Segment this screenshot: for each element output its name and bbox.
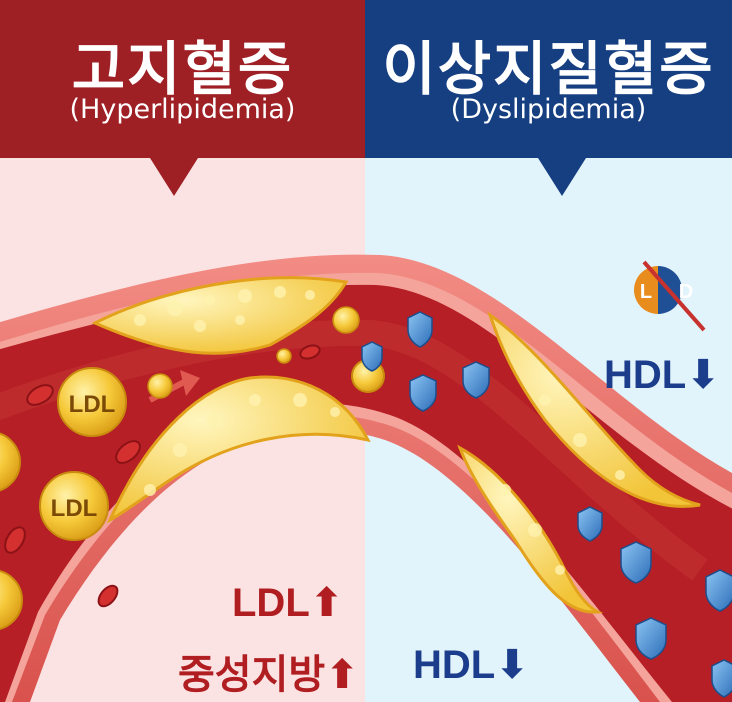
blood-highlight [0, 319, 708, 581]
red-blood-cell [115, 440, 141, 464]
triglyceride-increase-label: 중성지방⬆ [178, 642, 359, 700]
hdl-shield-icon [620, 541, 652, 584]
right-title-korean: 이상지질혈증 [382, 35, 715, 103]
hdl-label-text: HDL [604, 353, 687, 397]
right-title-english: (Dyslipidemia) [450, 94, 647, 125]
flow-arrow-head [180, 370, 200, 396]
triglyceride-label-text: 중성지방 [178, 652, 326, 698]
arrow-down-icon: ⬇ [686, 352, 720, 398]
left-header: 고지혈증 (Hyperlipidemia) [0, 0, 365, 158]
plaque-texture [134, 286, 625, 575]
hdl-shield-icon [711, 659, 732, 698]
left-title-korean: 고지혈증 [71, 35, 294, 103]
lipid-droplets [147, 306, 360, 399]
hdl-decrease-label-bottom: HDL⬇ [413, 642, 529, 688]
arrow-up-icon: ⬆ [309, 580, 344, 626]
left-title-english: (Hyperlipidemia) [69, 94, 296, 125]
plaque-bottom-left [106, 375, 371, 524]
hdl-shields [361, 311, 732, 698]
arrow-up-icon: ⬆ [325, 652, 359, 698]
hdl-decrease-label: HDL⬇ [604, 352, 720, 398]
red-blood-cell [26, 384, 54, 406]
hdl-shield-icon [361, 341, 383, 372]
svg-text:LDL: LDL [51, 495, 98, 522]
hdl-label-text: HDL [413, 643, 496, 687]
red-blood-cell [299, 344, 321, 360]
svg-text:LDL: LDL [69, 391, 116, 418]
ldl-particle-icon: LDL [57, 367, 127, 437]
arrow-down-icon: ⬇ [495, 642, 529, 688]
hdl-shield-icon [407, 311, 433, 348]
hdl-shield-icon [705, 569, 732, 612]
svg-text:L: L [640, 281, 652, 303]
hdl-shield-icon [577, 506, 603, 542]
red-blood-cells [4, 344, 321, 608]
right-header: 이상지질혈증 (Dyslipidemia) [365, 0, 732, 158]
red-blood-cell [4, 526, 26, 554]
svg-text:D: D [679, 281, 693, 303]
ldl-particle-icon: LDL [39, 471, 109, 541]
red-blood-cell [97, 584, 119, 608]
plaque-right-top [487, 311, 701, 508]
right-header-pointer [538, 158, 586, 196]
ldl-increase-label: LDL⬆ [232, 580, 343, 626]
hdl-shield-icon [409, 374, 437, 412]
ld-crossed-icon: L D [634, 260, 706, 332]
ldl-label-text: LDL [232, 581, 310, 625]
hdl-shield-icon [635, 617, 667, 660]
hdl-shield-icon [462, 361, 490, 399]
left-header-pointer [150, 158, 198, 196]
